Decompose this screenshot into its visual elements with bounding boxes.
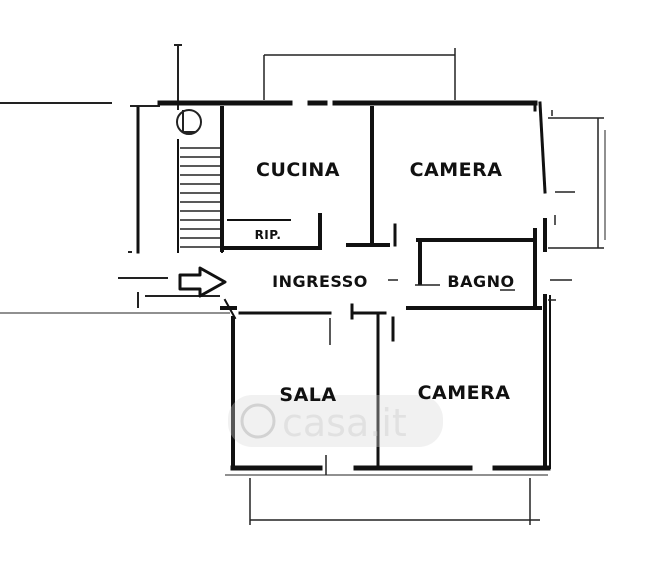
exterior-left-lines xyxy=(0,44,230,314)
room-label-bagno: BAGNO xyxy=(447,272,514,291)
watermark: casa.it xyxy=(228,395,443,447)
staircase xyxy=(136,106,223,254)
room-label-ingresso: INGRESSO xyxy=(272,272,368,291)
room-label-ripostiglio: RIP. xyxy=(255,228,282,242)
room-label-cucina: CUCINA xyxy=(256,159,340,181)
interior-walls xyxy=(220,106,542,470)
stair-landing-mark xyxy=(176,109,202,135)
room-label-sala: SALA xyxy=(279,384,336,406)
watermark-text: casa.it xyxy=(282,401,407,445)
arrow-right-icon xyxy=(178,266,227,298)
room-label-camera-top: CAMERA xyxy=(410,159,503,181)
dimension-lines xyxy=(225,48,606,525)
exterior-walls xyxy=(157,100,551,471)
room-label-camera-bottom: CAMERA xyxy=(418,382,511,404)
